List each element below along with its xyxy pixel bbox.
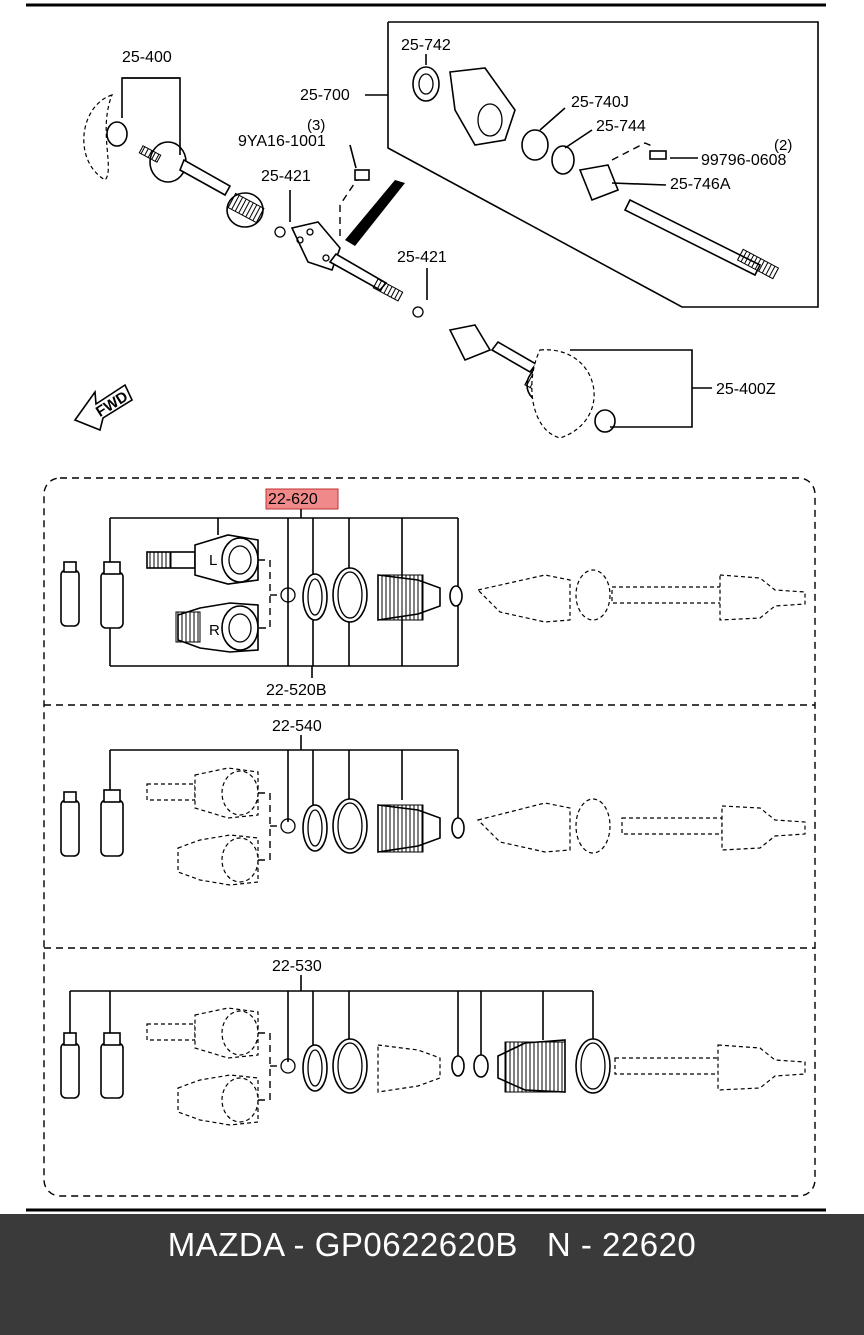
kit-section-22-530: 22-530 — [60, 958, 806, 1126]
callout-25-700: 25-700 — [300, 87, 350, 104]
seal-25-744 — [551, 145, 575, 175]
clip-ring — [302, 573, 328, 621]
grease-tube-small — [60, 569, 80, 627]
bearing-25-740j — [521, 129, 549, 161]
callout-25-742: 25-742 — [401, 37, 451, 54]
kit-section-22-620: L R 22-620 22-520B — [60, 488, 806, 699]
boot-band-small — [449, 585, 463, 607]
right-inner-joint — [448, 324, 492, 362]
bolt-9ya16-1001 — [354, 169, 370, 181]
left-hub-nut — [106, 121, 128, 147]
section-label-22-540: 22-540 — [272, 718, 322, 735]
callout-9ya16-1001: 9YA16-1001 — [238, 133, 326, 150]
highlight-box — [265, 488, 339, 510]
parts-diagram: 25-400 25-700 25-742 25-740J 25-744 (3) … — [26, 3, 826, 1212]
callout-25-746a: 25-746A — [670, 176, 731, 193]
intermediate-shaft-box — [387, 21, 819, 308]
intermediate-shaft — [623, 198, 762, 277]
callout-25-421-b: 25-421 — [397, 249, 447, 266]
callout-25-421-a: 25-421 — [261, 168, 311, 185]
dust-seal-25-742 — [412, 66, 440, 102]
joint-mark-L: L — [209, 552, 217, 569]
callout-25-400: 25-400 — [122, 49, 172, 66]
section-label-22-620: 22-620 — [268, 491, 318, 508]
callout-25-400z: 25-400Z — [716, 381, 776, 398]
driveshaft-ghost — [476, 574, 571, 623]
callout-99796-0608: 99796-0608 — [701, 152, 787, 169]
right-hub-nut — [594, 409, 616, 433]
left-shaft — [178, 158, 232, 197]
callout-qty-2: (2) — [774, 137, 792, 154]
bolt-99796-0608 — [649, 150, 667, 160]
footer-bar — [0, 1214, 864, 1335]
section-label-22-520b: 22-520B — [266, 682, 327, 699]
right-shaft — [490, 340, 538, 374]
fwd-arrow — [73, 383, 134, 432]
left-knuckle-outline — [83, 94, 114, 181]
bracket-25-746a — [578, 164, 620, 202]
direction-arrow — [345, 180, 405, 246]
kits-frame — [43, 477, 816, 1197]
callout-qty-3: (3) — [307, 117, 325, 134]
exploded-view — [73, 21, 819, 439]
boot-band-large — [332, 567, 368, 623]
kit-section-22-540: 22-540 — [60, 718, 806, 886]
part-number-caption: MAZDA - GP0622620B N - 22620 — [167, 1226, 697, 1263]
section-label-22-530: 22-530 — [272, 958, 322, 975]
right-knuckle-outline — [531, 349, 595, 439]
joint-mark-R: R — [209, 622, 220, 639]
clip-25-421-b — [412, 306, 424, 318]
grease-tube — [100, 571, 124, 629]
snap-ring — [280, 587, 296, 603]
clip-25-421-a — [274, 226, 286, 238]
bearing-bracket — [449, 67, 516, 146]
callout-25-744: 25-744 — [596, 118, 646, 135]
callout-25-740j: 25-740J — [571, 94, 629, 111]
